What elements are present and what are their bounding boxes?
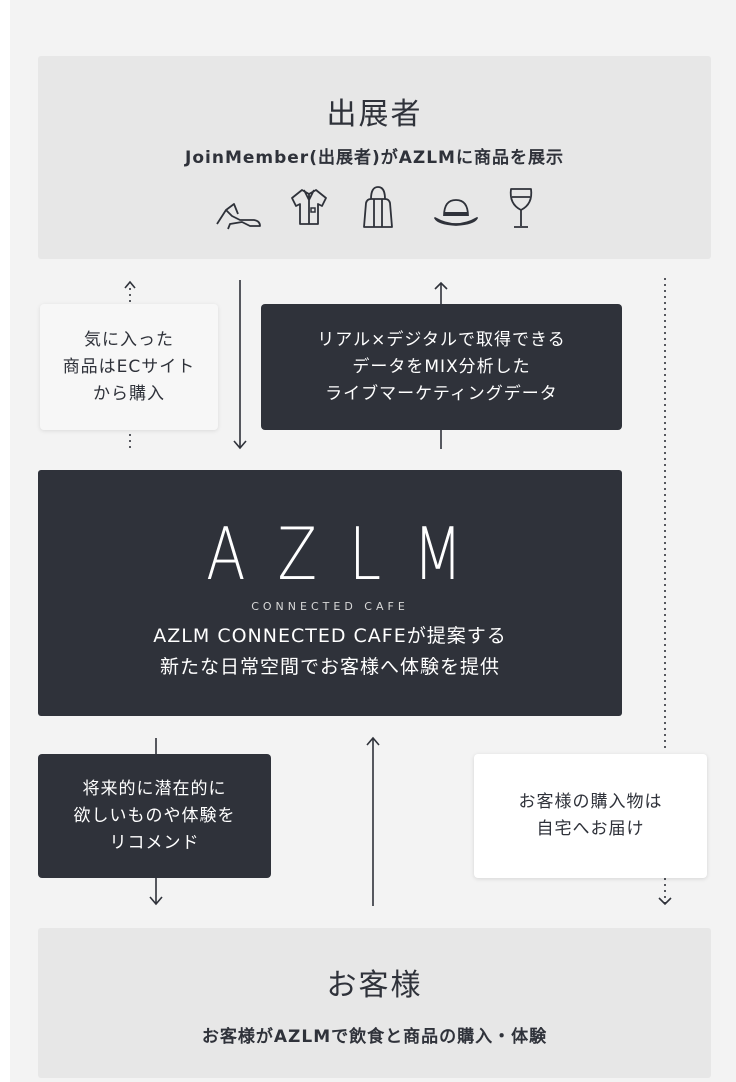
jacket-icon: [291, 189, 327, 225]
cafe-box: AZLM CONNECTED CAFE AZLM CONNECTED CAFEが…: [38, 470, 622, 716]
data-note-line-2: データをMIX分析した: [352, 356, 531, 377]
recommend-line-3: リコメンド: [109, 832, 200, 853]
exhibitor-subtitle: JoinMember(出展者)がAZLMに商品を展示: [185, 148, 564, 168]
cafe-line-1: AZLM CONNECTED CAFEが提案する: [153, 624, 507, 647]
high-heel-icon: [216, 203, 261, 230]
ec-note-line-3: から購入: [93, 383, 165, 404]
cafe-line-2: 新たな日常空間でお客様へ体験を提供: [159, 655, 500, 678]
data-note-line-3: ライブマーケティングデータ: [325, 383, 558, 404]
exhibitor-title: 出展者: [326, 97, 423, 132]
recommend-note: 将来的に潜在的に 欲しいものや体験を リコメンド: [38, 754, 271, 878]
ec-note-line-2: 商品はECサイト: [62, 356, 196, 377]
azlm-logo: AZLM: [205, 511, 495, 596]
delivery-note: お客様の購入物は 自宅へお届け: [474, 754, 707, 878]
data-note-line-1: リアル×デジタルで取得できる: [317, 329, 566, 350]
hat-icon: [434, 199, 478, 226]
recommend-line-2: 欲しいものや体験を: [73, 805, 236, 826]
ec-note-line-1: 気に入った: [84, 329, 174, 350]
exhibitor-box: 出展者 JoinMember(出展者)がAZLMに商品を展示: [38, 56, 711, 259]
azlm-logo-sub: CONNECTED CAFE: [251, 599, 409, 613]
recommend-line-1: 将来的に潜在的に: [82, 778, 227, 799]
ec-purchase-note: 気に入った 商品はECサイト から購入: [40, 304, 218, 430]
delivery-line-2: 自宅へお届け: [536, 819, 645, 839]
customer-title: お客様: [326, 967, 423, 1003]
customer-subtitle: お客様がAZLMで飲食と商品の購入・体験: [201, 1026, 548, 1047]
customer-box: お客様 お客様がAZLMで飲食と商品の購入・体験: [38, 928, 711, 1078]
wine-glass-icon: [509, 188, 533, 228]
bag-icon: [363, 186, 393, 228]
marketing-data-note: リアル×デジタルで取得できる データをMIX分析した ライブマーケティングデータ: [261, 304, 622, 430]
delivery-line-1: お客様の購入物は: [518, 792, 663, 812]
